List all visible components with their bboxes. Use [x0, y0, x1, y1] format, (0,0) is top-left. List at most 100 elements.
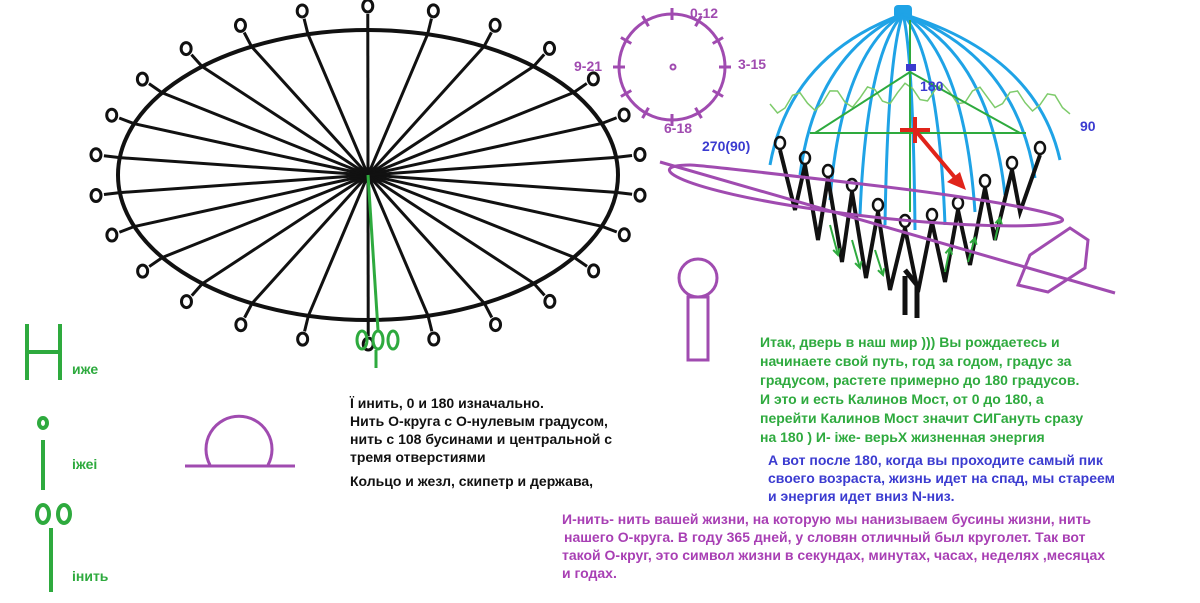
wheel-bead — [181, 43, 191, 55]
bead-thread — [484, 303, 491, 317]
wheel-bead — [429, 333, 439, 345]
legend-glyph-i — [39, 418, 47, 490]
wheel-bead — [491, 319, 501, 331]
wheel-bead — [490, 19, 500, 31]
green-text-block: Итак, дверь в наш мир ))) Вы рождаетесь … — [760, 333, 1083, 447]
bead-thread — [574, 257, 587, 266]
green-text-line: начинаете свой путь, год за годом, граду… — [760, 352, 1083, 371]
crown-bead — [980, 175, 990, 187]
purple-text-line: и годах. — [562, 564, 1105, 582]
crown-bead — [1007, 157, 1017, 169]
bead-thread — [149, 257, 162, 266]
cross-mark — [900, 117, 957, 180]
bead-thread — [602, 226, 617, 232]
purple-text-block: И-нить- нить вашей жизни, на которую мы … — [562, 510, 1105, 582]
black-text-line: Кольцо и жезл, скипетр и держава, — [350, 472, 612, 490]
bead-thread — [104, 193, 120, 195]
purple-text-line: И-нить- нить вашей жизни, на которую мы … — [562, 510, 1105, 528]
wheel-bead — [138, 265, 148, 277]
legend-glyph-ini — [37, 505, 70, 592]
bead-thread — [534, 283, 545, 295]
crown-bead — [1035, 142, 1045, 154]
orb-and-scepter — [679, 259, 717, 360]
wheel-bead — [107, 229, 117, 241]
wheel-bead — [235, 19, 245, 31]
purple-text-line: такой О-круг, это символ жизни в секунда… — [562, 546, 1105, 564]
bead-thread — [119, 118, 134, 124]
black-text-line: тремя отверстиями — [350, 448, 612, 466]
wheel-bead — [545, 42, 555, 54]
bead-thread — [616, 155, 632, 157]
green-text-line: И это и есть Калинов Мост, от 0 до 180, … — [760, 390, 1083, 409]
blue-text-line: своего возраста, жизнь идет на спад, мы … — [768, 469, 1115, 487]
black-text-line: нить с 108 бусинами и центральной с — [350, 430, 612, 448]
green-text-line: градусом, растете примерно до 180 градус… — [760, 371, 1083, 390]
wheel-bead — [588, 73, 598, 85]
red-arrow-head — [947, 172, 966, 190]
clock-circle — [613, 8, 731, 126]
wheel-bead — [137, 73, 147, 85]
wheel-bead — [363, 0, 373, 12]
blue-text-line: и энергия идет вниз N-низ. — [768, 487, 1115, 505]
wheel-bead — [635, 189, 645, 201]
bead-thread — [428, 19, 432, 35]
black-text-line: Нить О-круга с О-нулевым градусом, — [350, 412, 612, 430]
globe-label-180: 180 — [920, 78, 943, 94]
clock-label-bottom: 6-18 — [664, 120, 692, 136]
bead-thread — [428, 316, 432, 332]
green-text-line: на 180 ) И- іже- верьХ жизненная энергия — [760, 428, 1083, 447]
crown-bead — [927, 209, 937, 221]
bead-thread — [192, 284, 203, 296]
wheel-bead — [107, 109, 117, 121]
globe-meridian — [830, 14, 903, 200]
blue-text-line: А вот после 180, когда вы проходите самы… — [768, 451, 1115, 469]
ring-on-line — [185, 416, 295, 466]
wheel-bead — [545, 295, 555, 307]
bead-thread — [616, 192, 632, 194]
crown-bead — [873, 199, 883, 211]
wheel-bead — [298, 333, 308, 345]
legend-label-n: иже — [72, 361, 98, 377]
wheel-bead — [91, 149, 101, 161]
legend-label-ini: інить — [72, 568, 108, 584]
bead-thread — [305, 316, 309, 332]
legend-label-i: іжеі — [72, 456, 97, 472]
purple-text-line: нашего О-круга. В году 365 дней, у словя… — [562, 528, 1105, 546]
wheel-bead — [619, 109, 629, 121]
bead-thread — [245, 303, 252, 317]
legend-glyph-n — [27, 324, 60, 380]
wheel-bead — [181, 296, 191, 308]
wheel-bead — [635, 148, 645, 160]
bead-thread — [104, 156, 120, 158]
bead-thread — [534, 54, 545, 66]
clock-label-top: 0-12 — [690, 5, 718, 21]
globe-label-270: 270(90) — [702, 138, 750, 154]
wheel-bead — [619, 229, 629, 241]
bead-thread — [304, 19, 308, 35]
wheel-bead — [91, 190, 101, 202]
clock-label-left: 9-21 — [574, 58, 602, 74]
three-hole-bead — [357, 331, 398, 368]
bead-thread — [574, 83, 587, 92]
globe-meridian — [885, 14, 903, 225]
wheel-bead — [236, 319, 246, 331]
bead-thread — [602, 118, 617, 124]
bead-thread — [119, 227, 134, 233]
life-globe — [660, 5, 1115, 318]
clock-label-right: 3-15 — [738, 56, 766, 72]
green-text-line: перейти Калинов Мост значит СИГануть сра… — [760, 409, 1083, 428]
bead-thread — [149, 84, 162, 93]
black-text-line: Ї инить, 0 и 180 изначально. — [350, 394, 612, 412]
bead-thread — [244, 33, 251, 47]
globe-label-90: 90 — [1080, 118, 1096, 134]
wheel-bead — [297, 5, 307, 17]
blue-text-block: А вот после 180, когда вы проходите самы… — [768, 451, 1115, 505]
green-text-line: Итак, дверь в наш мир ))) Вы рождаетесь … — [760, 333, 1083, 352]
black-text-block: Ї инить, 0 и 180 изначально. Нить О-круг… — [350, 394, 612, 490]
crown-bead — [953, 197, 963, 209]
wheel-bead — [428, 5, 438, 17]
wheel-spokes — [120, 30, 616, 320]
bead-thread — [484, 32, 491, 46]
wheel-bead — [589, 265, 599, 277]
bead-thread — [191, 55, 202, 67]
